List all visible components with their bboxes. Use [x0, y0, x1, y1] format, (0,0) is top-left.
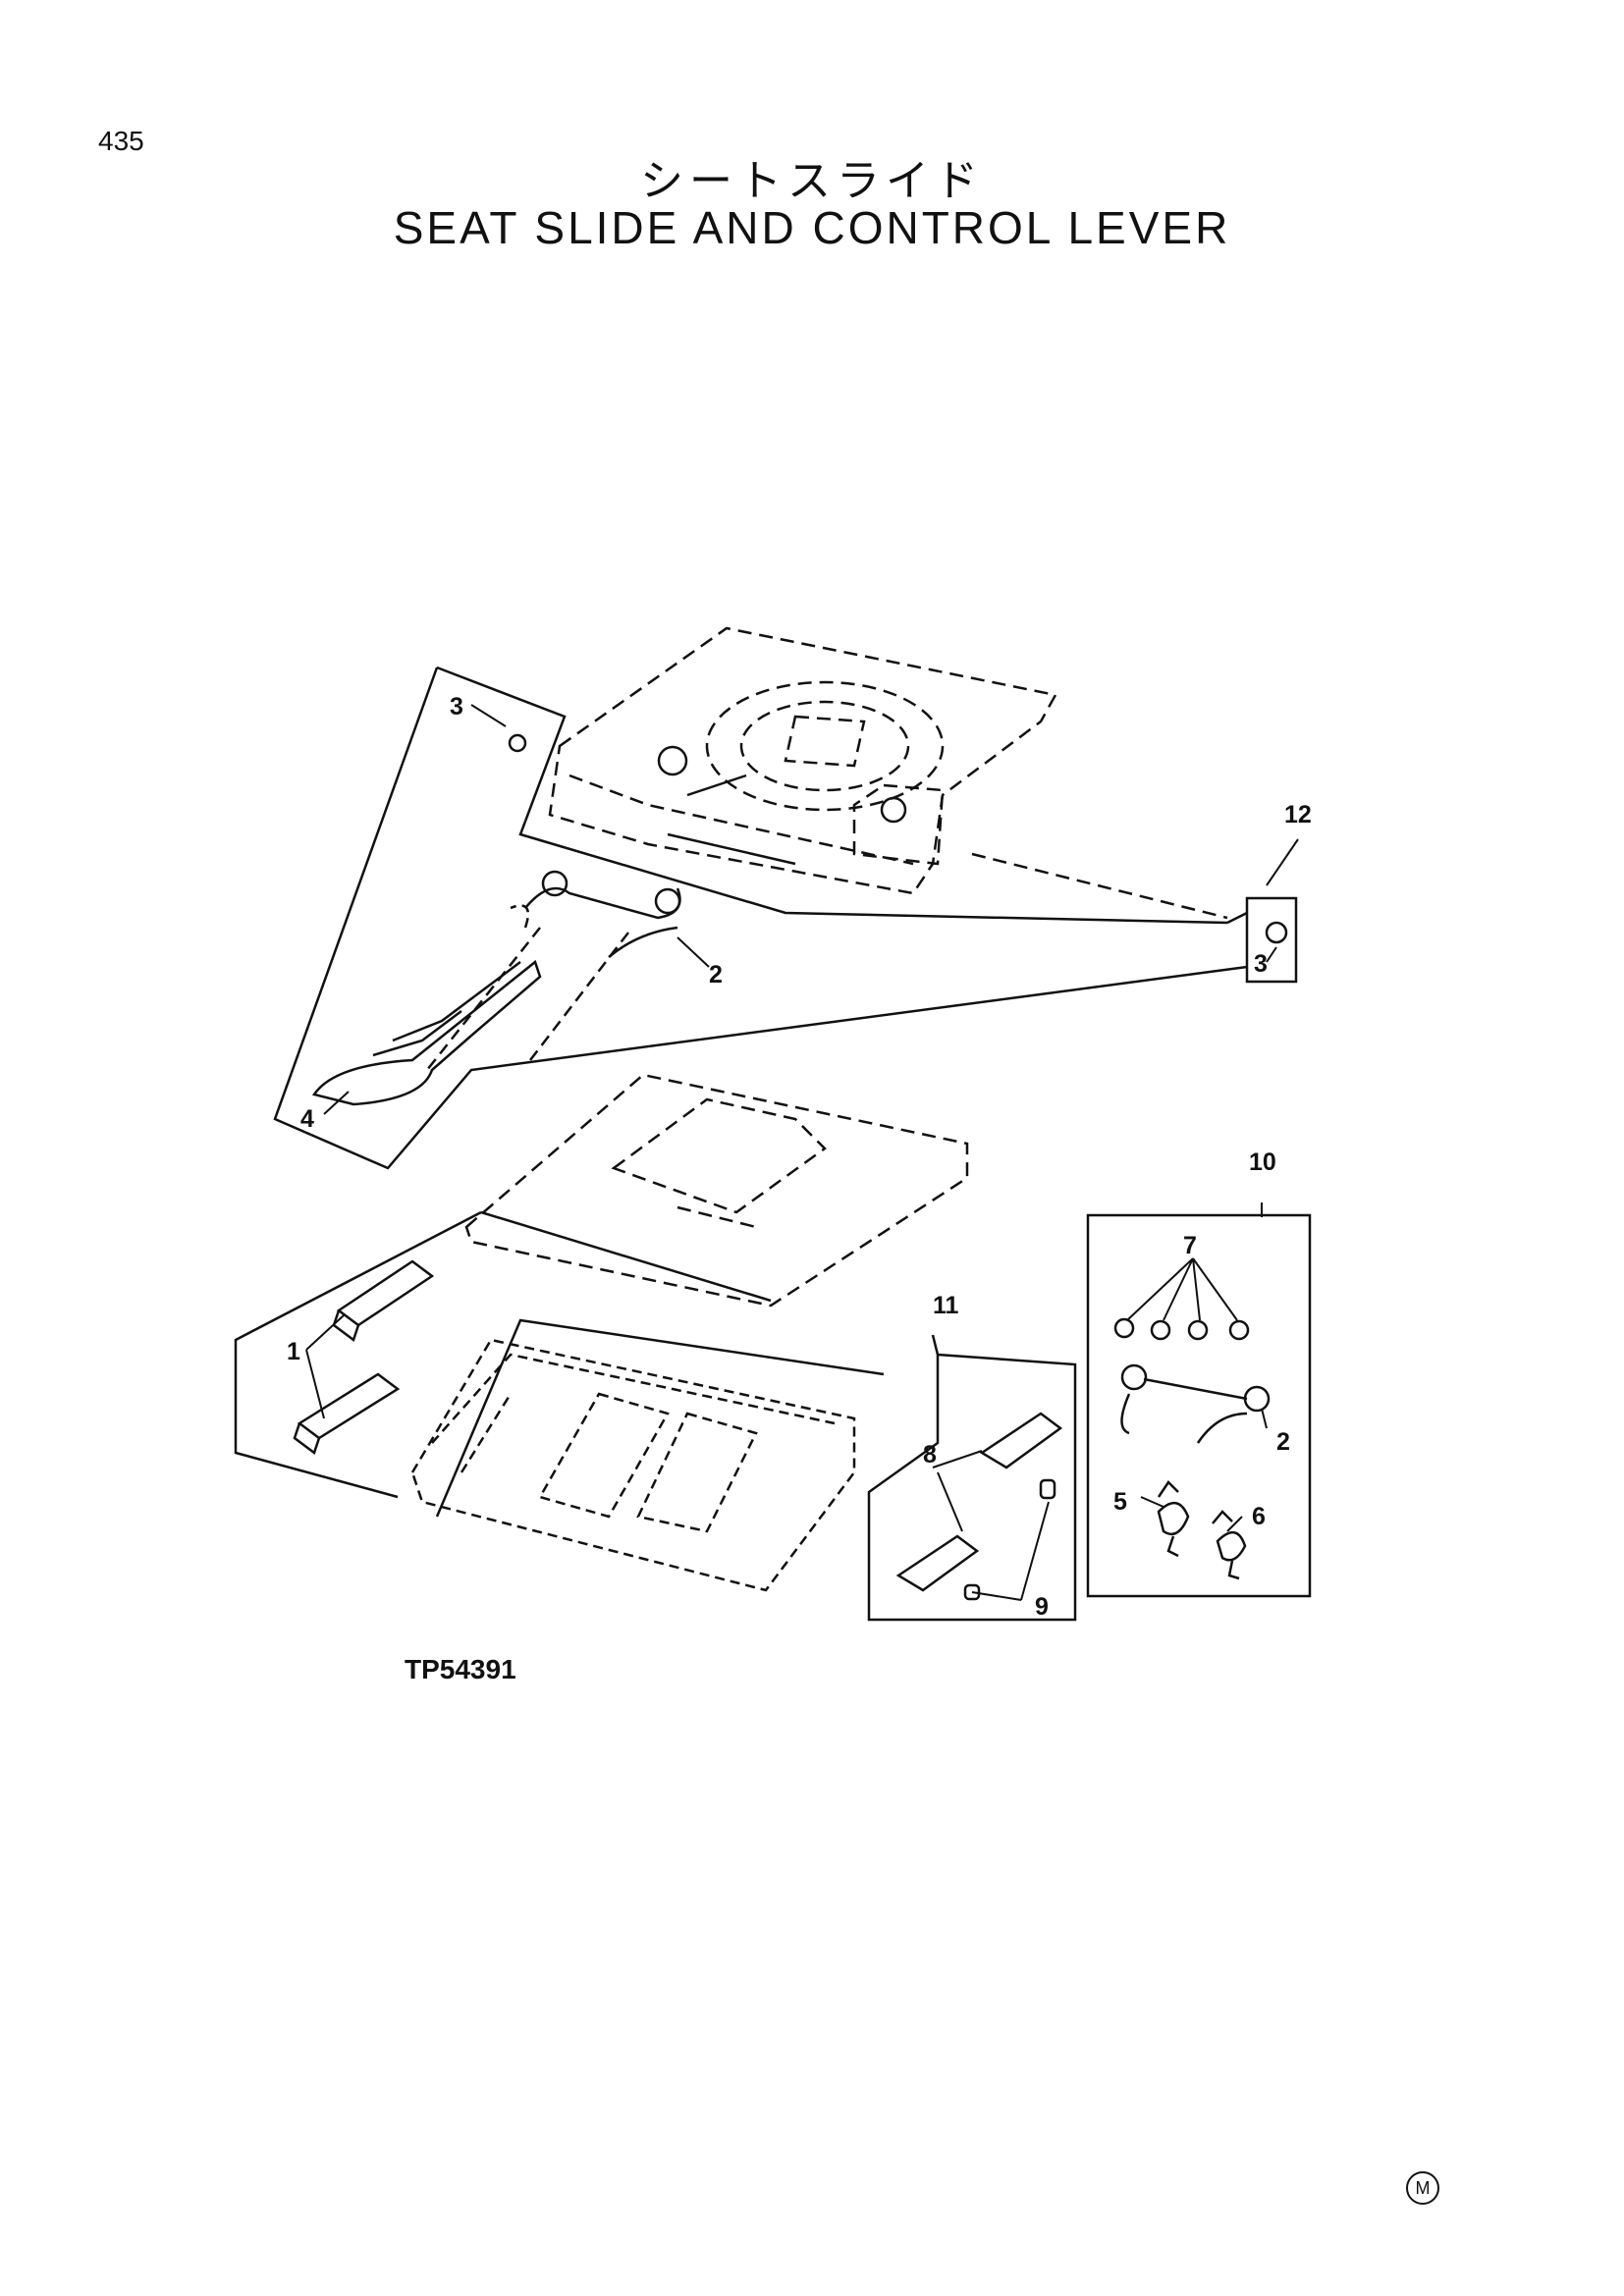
- callout-11: 11: [933, 1292, 959, 1319]
- title-japanese: シートスライド: [640, 156, 984, 206]
- pad-part-8: [895, 1412, 1063, 1592]
- callout-1: 1: [287, 1338, 300, 1365]
- slide-block-part-1: [293, 1259, 435, 1456]
- callout-10: 10: [1249, 1148, 1276, 1176]
- callout-9: 9: [1035, 1593, 1049, 1621]
- page-number: 435: [98, 126, 144, 156]
- callout-12: 12: [1284, 801, 1312, 828]
- figure-code: TP54391: [405, 1654, 516, 1684]
- pin-part-9: [963, 1478, 1056, 1601]
- spring-part-5: [1157, 1480, 1190, 1558]
- ring-part-3-upper: [508, 733, 527, 753]
- spring-part-6: [1212, 1510, 1247, 1580]
- callout-2-lever-spring: 2: [709, 961, 723, 988]
- manufacturer-mark: M: [1406, 2171, 1439, 2205]
- clip-ring-part-7: [1113, 1317, 1250, 1341]
- title-english: SEAT SLIDE AND CONTROL LEVER: [393, 202, 1231, 253]
- parts-11-frame: [867, 1334, 1077, 1622]
- callout-4: 4: [300, 1105, 314, 1133]
- callout-6: 6: [1252, 1503, 1266, 1530]
- callout-8: 8: [923, 1441, 937, 1468]
- callout-5: 5: [1113, 1488, 1127, 1516]
- callout-3-upper: 3: [450, 693, 463, 721]
- ring-part-12: [1265, 921, 1288, 944]
- seat-slide-upper-solid-details: [657, 745, 907, 866]
- lever-group-frame: [273, 666, 1298, 1170]
- callout-leaders: [305, 704, 1299, 1601]
- lever-spring-part-2: [426, 870, 681, 1071]
- lower-slide-rails: [410, 1338, 856, 1592]
- callout-3-right: 3: [1254, 950, 1268, 978]
- control-lever-part-4: [311, 959, 542, 1106]
- seat-slide-upper-assembly: [548, 626, 1228, 920]
- parts-10-frame: [1086, 1213, 1312, 1598]
- callout-7: 7: [1183, 1232, 1197, 1259]
- seat-base-plate: [464, 1073, 969, 1308]
- slide-block-group-frame: [234, 1210, 885, 1518]
- callout-2-box: 2: [1276, 1428, 1290, 1456]
- spring-part-2-detail: [1120, 1363, 1271, 1444]
